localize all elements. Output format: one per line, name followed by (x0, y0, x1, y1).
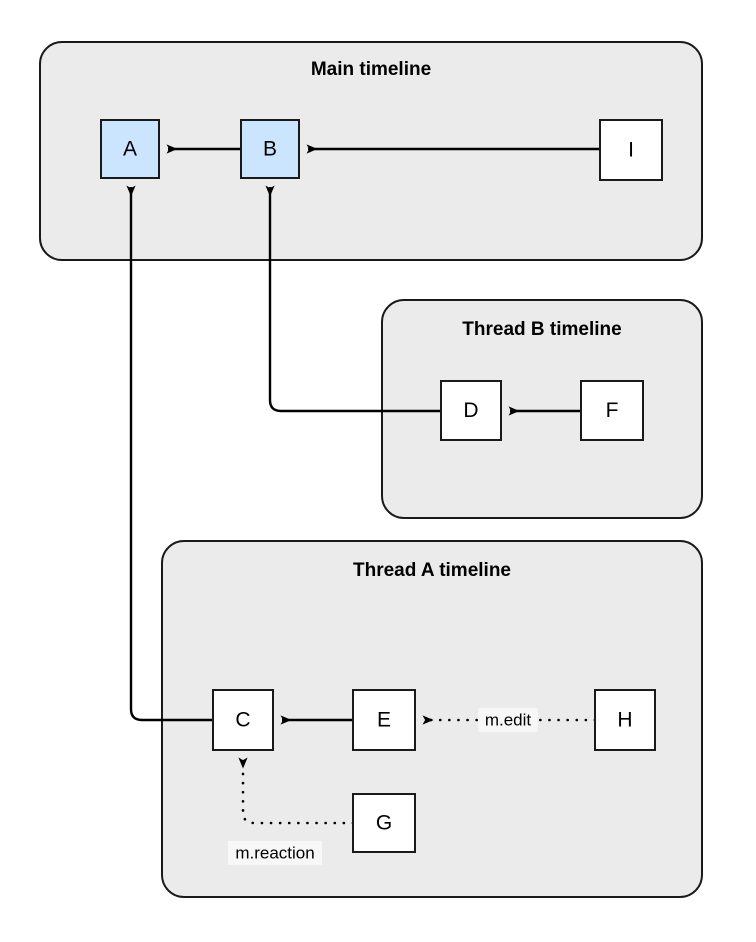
node-label: F (606, 399, 619, 422)
event-node-F[interactable]: F (580, 380, 644, 441)
container-frame (39, 41, 703, 261)
node-label: A (123, 138, 137, 161)
node-box[interactable] (580, 380, 644, 441)
node-label: I (628, 139, 634, 162)
event-node-E[interactable]: E (352, 689, 416, 751)
node-box[interactable] (599, 119, 663, 181)
timeline-container-main: Main timeline (39, 41, 703, 261)
container-title: Thread B timeline (462, 319, 621, 340)
edge-label-background (228, 841, 322, 865)
edge-label-G-to-C: m.reaction (235, 843, 314, 862)
event-nodes: A B I D F C E H G (100, 119, 663, 853)
node-label: D (463, 399, 478, 422)
timeline-container-threadB: Thread B timeline (381, 299, 703, 519)
node-box[interactable] (594, 689, 656, 751)
edge-label-H-to-E: m.edit (485, 710, 532, 729)
node-label: G (376, 812, 392, 835)
event-node-C[interactable]: C (212, 689, 274, 751)
edge-C-to-A (126, 185, 213, 722)
node-box[interactable] (100, 119, 160, 179)
event-node-A[interactable]: A (100, 119, 160, 179)
edge-G-to-C (238, 757, 355, 825)
event-node-B[interactable]: B (240, 119, 300, 179)
event-node-G[interactable]: G (352, 793, 416, 853)
node-box[interactable] (352, 793, 416, 853)
node-box[interactable] (440, 380, 502, 441)
node-label: E (377, 709, 391, 732)
node-box[interactable] (240, 119, 300, 179)
edges-layer (126, 144, 600, 825)
event-node-H[interactable]: H (594, 689, 656, 751)
event-node-D[interactable]: D (440, 380, 502, 441)
node-label: C (235, 709, 250, 732)
container-frame (381, 299, 703, 519)
edge-D-to-B (265, 185, 441, 413)
node-label: H (617, 709, 632, 732)
node-box[interactable] (212, 689, 274, 751)
node-label: B (263, 138, 277, 161)
edge-labels-layer: m.edit m.reaction (228, 708, 538, 865)
container-title: Main timeline (311, 59, 431, 80)
container-title: Thread A timeline (353, 560, 511, 581)
edge-label-background (478, 708, 538, 732)
event-node-I[interactable]: I (599, 119, 663, 181)
node-box[interactable] (352, 689, 416, 751)
